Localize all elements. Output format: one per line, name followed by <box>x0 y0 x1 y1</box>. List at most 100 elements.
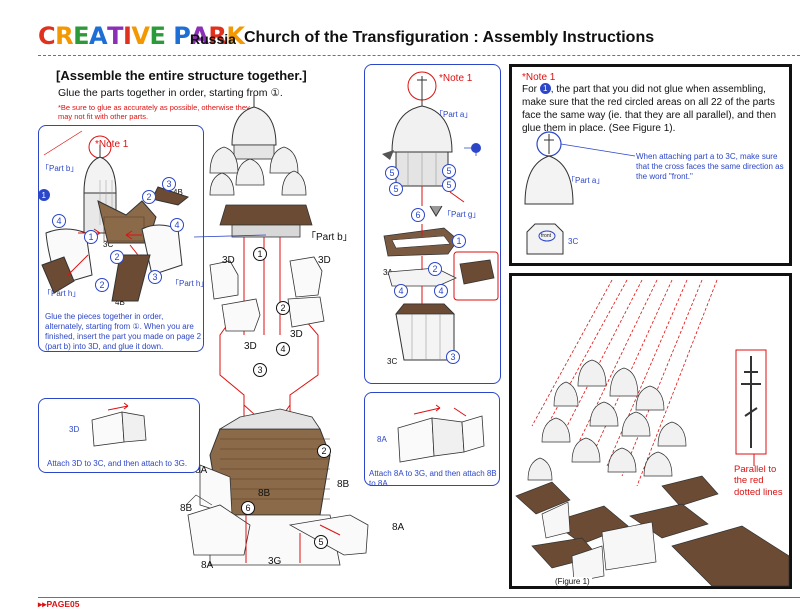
step-5-center-marker: 5 <box>314 535 328 549</box>
glue-order-text: Glue the parts together in order, starti… <box>58 87 283 99</box>
step-1-a-marker: 1 <box>452 234 466 248</box>
center-part-b-label: 「Part b」 <box>306 232 353 243</box>
part-h-left-label: 「Part h」 <box>43 289 81 298</box>
upper-domes <box>209 95 313 238</box>
label-3g: 3G <box>268 556 282 567</box>
figure-1-illustration <box>515 279 790 587</box>
parallel-label: Parallel to the red dotted lines <box>734 464 783 498</box>
step-3-a-marker: 3 <box>446 350 460 364</box>
note-1-body-prefix: For <box>522 84 537 95</box>
note-1-3c-label: 3C <box>568 237 579 246</box>
step-3-center-marker: 3 <box>253 363 267 377</box>
figure-roofs <box>515 475 790 587</box>
note-1-body-text: , the part that you did not glue when as… <box>522 84 777 134</box>
step-1-marker: 1 <box>84 230 98 244</box>
country-label: Russia <box>190 31 236 47</box>
part-a-illustration <box>382 71 499 361</box>
logo-letter: A <box>89 22 108 50</box>
section-title: [Assemble the entire structure together.… <box>56 68 307 83</box>
note-1-attach-instruction: When attaching part a to 3C, make sure t… <box>636 152 784 181</box>
logo: CREATIVE PARK <box>38 22 245 50</box>
panel-8a-caption: Attach 8A to 3G, and then attach 8B to 8… <box>369 469 497 488</box>
step-5-d-marker: 5 <box>442 178 456 192</box>
label-4b-top: 4B <box>173 188 183 197</box>
svg-text:1: 1 <box>42 191 47 200</box>
logo-letter: T <box>107 22 123 50</box>
label-8a-right: 8A <box>392 522 405 533</box>
label-3d-lower-right: 3D <box>290 329 303 340</box>
note-label: *Note 1 <box>95 139 129 150</box>
label-3c: 3C <box>103 240 114 249</box>
step-4-a1-marker: 4 <box>394 284 408 298</box>
note-1-part-a-label: 「Part a」 <box>567 176 605 185</box>
logo-letter: R <box>55 22 74 50</box>
step-2-a-marker: 2 <box>428 262 442 276</box>
step-5-b-marker: 5 <box>389 182 403 196</box>
part-b-assembly-illustration: 1 <box>38 130 190 302</box>
step-4-a2-marker: 4 <box>434 284 448 298</box>
step-1-center-marker: 1 <box>253 247 267 261</box>
step-2-lower-marker: 2 <box>110 250 124 264</box>
label-8a-bottom: 8A <box>201 560 214 571</box>
step-2-marker: 2 <box>142 190 156 204</box>
figure-1-caption: (Figure 1) <box>553 577 592 586</box>
logo-letter <box>165 22 173 50</box>
step-5-a-marker: 5 <box>385 166 399 180</box>
logo-letter: A <box>190 22 209 50</box>
panel-3d-illustration <box>91 402 147 447</box>
note-1-body: For 1, the part that you did not glue wh… <box>522 83 790 135</box>
front-label: front <box>541 233 552 239</box>
label-8a-panel: 8A <box>377 435 387 444</box>
glue-warning-note: *Be sure to glue as accurately as possib… <box>58 103 250 122</box>
footer-divider <box>38 597 800 598</box>
note-1-title: *Note 1 <box>522 72 556 83</box>
step-4-right-marker: 4 <box>170 218 184 232</box>
step-5-c-marker: 5 <box>442 164 456 178</box>
page-title: Church of the Transfiguration : Assembly… <box>244 29 655 46</box>
panel-3d-attach: 3D Attach 3D to 3C, and then attach to 3… <box>38 398 200 473</box>
step-4-marker: 4 <box>52 214 66 228</box>
logo-letter: I <box>122 22 132 50</box>
note-1-illustration <box>524 131 636 255</box>
logo-letter: C <box>38 22 56 50</box>
lower-octagon <box>209 408 331 516</box>
tower-illustration <box>185 95 369 566</box>
label-3d-lower-left: 3D <box>244 341 257 352</box>
step-3-lower-marker: 3 <box>148 270 162 284</box>
step-3-marker: 3 <box>162 177 176 191</box>
label-8b-right: 8B <box>337 479 350 490</box>
parallel-dotted-lines <box>531 279 718 487</box>
3d-parts <box>209 256 325 332</box>
header: CREATIVE PARK Russia Church of the Trans… <box>0 0 800 56</box>
part-b-instructions: Glue the pieces together in order, alter… <box>45 312 202 351</box>
part-g-label: 「Part g」 <box>443 210 481 219</box>
step-6-a-marker: 6 <box>411 208 425 222</box>
panel-8a-illustration <box>397 404 485 463</box>
label-4b-bottom: 4B <box>115 298 125 307</box>
logo-letter: E <box>149 22 166 50</box>
part-b-label: 「Part b」 <box>41 164 79 173</box>
label-3d-left: 3D <box>222 255 235 266</box>
note-1-step-icon: 1 <box>539 83 551 94</box>
step-2-center-marker: 2 <box>276 301 290 315</box>
base-walls <box>185 464 369 566</box>
step-2-octagon-marker: 2 <box>317 444 331 458</box>
panel-3d-caption: Attach 3D to 3C, and then attach to 3G. <box>47 459 188 468</box>
logo-letter: R <box>208 22 227 50</box>
label-8b-center: 8B <box>258 488 271 499</box>
figure-walls <box>541 501 657 583</box>
step-2-bottom-marker: 2 <box>95 278 109 292</box>
label-3d-right: 3D <box>318 255 331 266</box>
step-4-center-marker: 4 <box>276 342 290 356</box>
label-8b-left: 8B <box>180 503 193 514</box>
logo-letter: E <box>73 22 90 50</box>
part-h-right-label: 「Part h」 <box>171 279 209 288</box>
cross-icon <box>735 349 767 455</box>
logo-letter: V <box>131 22 150 50</box>
cross-pointer-line <box>753 454 755 466</box>
part-a-label: 「Part a」 <box>435 110 473 119</box>
base-red-lines <box>245 515 341 563</box>
label-8a-left: 8A <box>195 465 208 476</box>
label-3d-panel: 3D <box>69 425 80 434</box>
header-divider <box>38 55 800 56</box>
